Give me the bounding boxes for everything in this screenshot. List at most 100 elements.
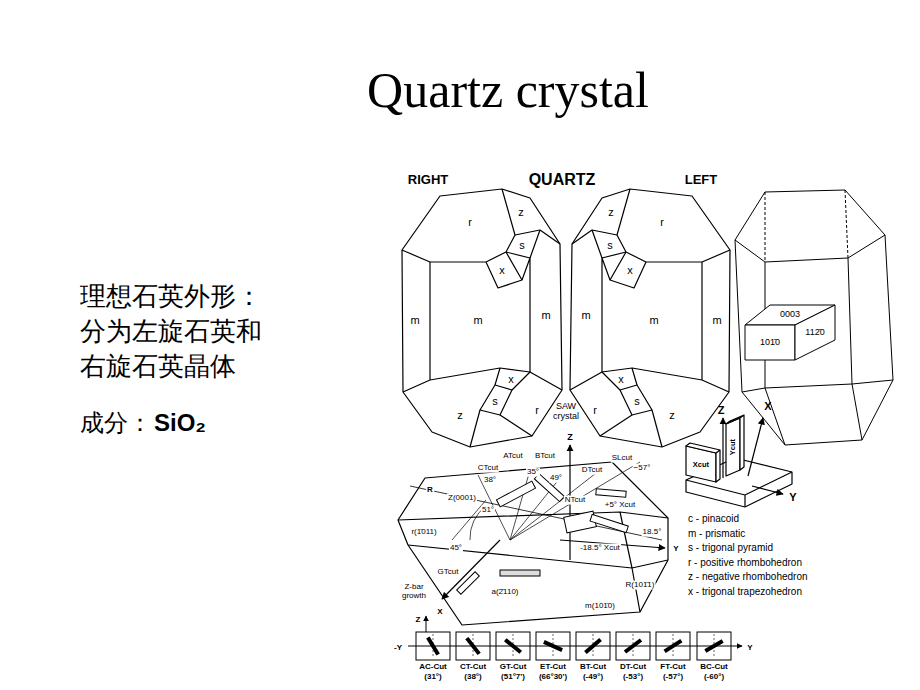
cut-plates	[596, 489, 626, 498]
axis-label: Z	[567, 433, 573, 443]
lying-crystal-with-cuts	[398, 462, 668, 625]
cut-plates	[590, 514, 628, 532]
hexagonal-crystal-with-block	[735, 190, 893, 445]
angle-label: 35°	[526, 468, 540, 477]
face-letter: z	[669, 409, 675, 421]
face-letter: m	[712, 314, 721, 326]
cut-box: BC-Cut(-60°)	[694, 630, 734, 682]
angle-label: 18.5°	[642, 528, 663, 537]
cut-name: BT-Cut	[573, 662, 613, 672]
cut-plates	[457, 572, 480, 595]
crystal-heading: QUARTZ	[529, 171, 596, 189]
cut-label: NTcut	[564, 496, 586, 505]
miller-index: a(2̄110)	[491, 588, 520, 597]
face-letter: r	[535, 404, 539, 416]
right-quartz-crystal	[470, 410, 480, 447]
plate-bar	[543, 640, 563, 652]
legend-entry: z - negative rhombohedron	[688, 571, 808, 582]
cut-label: Xcut	[693, 461, 709, 469]
cut-orientation-sketch	[752, 486, 783, 494]
right-quartz-crystal	[429, 262, 430, 380]
chinese-note: 成分：	[80, 410, 152, 436]
cut-label: -18.5° Xcut	[579, 544, 621, 553]
cut-box: GT-Cut(51°7')	[493, 630, 533, 682]
right-quartz-crystal	[506, 230, 540, 258]
face-letter: r	[593, 404, 597, 416]
note: SAW crystal	[548, 402, 584, 422]
cut-box-outline	[656, 632, 690, 660]
cut-box-outline	[576, 632, 610, 660]
face-letter: r	[468, 216, 472, 228]
cut-box: BT-Cut(-49°)	[573, 630, 613, 682]
cut-angle: (38°)	[453, 672, 493, 682]
face-letter: s	[634, 395, 640, 407]
cut-orientation-sketch	[726, 415, 744, 470]
cut-box-outline	[416, 632, 450, 660]
cut-orientation-sketch	[726, 418, 740, 476]
angle-label: 49°	[549, 474, 563, 483]
axis-label: -Y	[394, 644, 402, 653]
right-quartz-crystal	[486, 252, 522, 288]
right-quartz-crystal	[495, 368, 530, 390]
axis-label: R	[426, 486, 434, 495]
right-quartz-crystal	[480, 385, 512, 415]
cut-label: BTcut	[534, 452, 556, 461]
face-letter: x	[627, 264, 633, 276]
face-letter: m	[649, 314, 658, 326]
angle-label: 51°	[481, 506, 495, 515]
plate-bar	[584, 638, 602, 654]
right-quartz-crystal	[500, 415, 532, 436]
face-letter: z	[457, 409, 463, 421]
cut-angle: (51°7')	[493, 672, 533, 682]
plate-bar	[504, 638, 522, 654]
axis-label: X	[764, 400, 771, 412]
angle-label: 45°	[449, 544, 463, 553]
plate-bar	[426, 636, 440, 655]
cut-label: Ycut	[729, 439, 737, 455]
cut-angle: (-53°)	[613, 672, 653, 682]
cut-name: DT-Cut	[613, 662, 653, 672]
legend-entry: c - pinacoid	[688, 513, 739, 524]
face-letter: r	[660, 216, 664, 228]
face-letter: x	[618, 373, 624, 385]
cut-box: FT-Cut(-57°)	[653, 630, 693, 682]
miller-index: R(101̄1)	[625, 581, 656, 590]
cut-name: ET-Cut	[533, 662, 573, 672]
cut-box-outline	[653, 630, 693, 662]
face-letter: z	[608, 206, 614, 218]
face-letter: z	[518, 206, 524, 218]
face-letter: m	[410, 314, 419, 326]
cut-box: CT-Cut(38°)	[453, 630, 493, 682]
hexagonal-crystal-with-block	[745, 325, 795, 360]
note: Z-bar growth	[396, 583, 432, 601]
miller-index: Z(0001)	[447, 494, 477, 503]
cut-box: AC-Cut(31°)	[413, 630, 453, 682]
face-letter: m	[581, 309, 590, 321]
right-quartz-crystal	[522, 258, 530, 372]
crystal-heading: RIGHT	[408, 173, 448, 187]
legend-entry: m - prismatic	[688, 527, 745, 538]
cut-angle: (31°)	[413, 672, 453, 682]
miller-index: 0003	[780, 310, 800, 320]
cut-plates	[457, 474, 629, 595]
cut-orientation-sketch	[748, 418, 763, 476]
cut-box-outline	[456, 632, 490, 660]
lying-crystal-with-cuts	[398, 445, 668, 625]
lying-crystal-with-cuts	[410, 486, 662, 540]
cut-orientation-sketch	[686, 415, 792, 507]
cut-label: DTcut	[581, 466, 603, 475]
cut-name: CT-Cut	[453, 662, 493, 672]
cut-plates	[534, 474, 564, 502]
angle-lines	[478, 462, 640, 540]
cut-box-outline	[613, 630, 653, 662]
plate-bar	[664, 639, 683, 653]
cut-name: BC-Cut	[694, 662, 734, 672]
plate-bar	[465, 637, 480, 655]
cut-box-outline	[533, 630, 573, 662]
chinese-note: 分为左旋石英和	[80, 317, 262, 346]
chinese-note: 理想石英外形：	[80, 282, 262, 311]
plate-bar	[624, 638, 642, 653]
hexagonal-crystal-with-block	[765, 384, 862, 445]
right-quartz-crystal	[402, 189, 562, 447]
miller-index: 101̄0	[760, 338, 780, 348]
